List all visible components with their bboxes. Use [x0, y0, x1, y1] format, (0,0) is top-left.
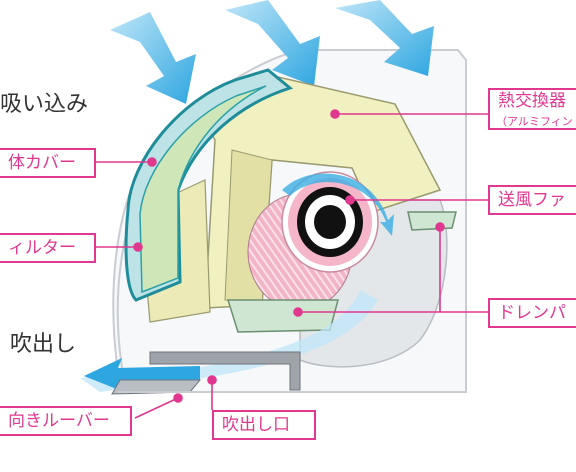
- intake-arrow-1: [110, 12, 196, 104]
- outlet-air-label: 吹出し: [10, 332, 77, 357]
- heat-exchanger-label: 熱交換器: [488, 88, 576, 130]
- body-cover-label: 体カバー: [0, 148, 96, 178]
- fan-label: 送風ファ: [488, 185, 576, 215]
- filter-label: ィルター: [0, 233, 96, 263]
- louver: [149, 351, 301, 391]
- intake-arrow-3: [335, 0, 434, 76]
- heat-exchanger-sublabel: （アルミフィン: [496, 115, 573, 128]
- louver-label: 向きルーバー: [0, 406, 132, 436]
- drain-pan-label: ドレンパ: [488, 298, 576, 328]
- outlet-arrow: [84, 358, 200, 392]
- outlet-port-label: 吹出し口: [212, 410, 316, 440]
- fan-hub: [314, 205, 346, 239]
- drain-pan: [226, 299, 339, 333]
- intake-arrow-2: [225, 0, 320, 86]
- intake-label: 吸い込み: [0, 92, 89, 117]
- filter-mesh: [139, 85, 267, 294]
- leader-lines: [95, 109, 490, 419]
- fan-rotation-arrow: [282, 173, 394, 236]
- drain-pan-rear: [407, 211, 457, 231]
